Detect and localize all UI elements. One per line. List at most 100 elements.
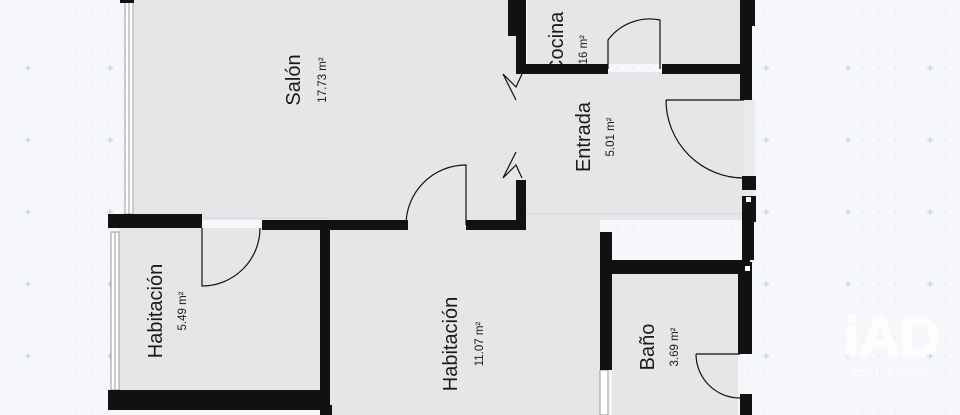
wall-entrada-right-a bbox=[742, 176, 756, 190]
grid-dot bbox=[616, 247, 618, 249]
wall-hab-divider bbox=[320, 228, 330, 400]
grid-dot bbox=[58, 211, 60, 213]
grid-dot bbox=[862, 391, 864, 393]
grid-dot bbox=[845, 103, 848, 105]
grid-dot bbox=[944, 139, 946, 141]
grid-dot bbox=[878, 265, 880, 267]
grid-dot bbox=[796, 247, 798, 249]
grid-dot bbox=[812, 49, 815, 51]
grid-dot bbox=[780, 211, 782, 213]
grid-dot bbox=[796, 49, 798, 51]
grid-dot bbox=[42, 49, 44, 51]
grid-dot bbox=[9, 409, 11, 411]
grid-dot bbox=[862, 121, 864, 123]
grid-dot bbox=[894, 265, 897, 267]
grid-dot bbox=[107, 301, 110, 303]
grid-dot bbox=[894, 31, 897, 33]
door-cocina bbox=[607, 18, 661, 69]
grid-dot bbox=[812, 103, 815, 105]
grid-dot bbox=[911, 31, 913, 33]
grid-dot bbox=[878, 103, 880, 105]
grid-dot bbox=[911, 13, 913, 15]
grid-dot bbox=[845, 157, 848, 159]
grid-dot bbox=[9, 247, 11, 249]
grid-dot bbox=[107, 355, 110, 357]
salon-floor bbox=[134, 0, 516, 220]
grid-dot bbox=[862, 103, 864, 105]
grid-dot bbox=[9, 175, 11, 177]
grid-dot bbox=[58, 121, 60, 123]
grid-dot bbox=[58, 175, 60, 177]
grid-dot bbox=[812, 67, 815, 69]
grid-dot bbox=[42, 103, 44, 105]
grid-dot bbox=[927, 175, 930, 177]
grid-dot bbox=[74, 31, 77, 33]
grid-dot bbox=[944, 301, 946, 303]
grid-dot bbox=[763, 31, 766, 33]
grid-dot bbox=[845, 373, 848, 375]
grid-dot bbox=[763, 157, 766, 159]
grid-dot bbox=[780, 193, 782, 195]
grid-dot bbox=[944, 265, 946, 267]
grid-dot bbox=[927, 229, 930, 231]
grid-dot bbox=[763, 247, 766, 249]
grid-dot bbox=[845, 49, 848, 51]
grid-dot bbox=[107, 247, 110, 249]
grid-dot bbox=[74, 265, 77, 267]
grid-dot bbox=[845, 283, 848, 285]
grid-dot bbox=[91, 301, 93, 303]
grid-dot bbox=[862, 247, 864, 249]
grid-dot bbox=[648, 67, 651, 69]
wall-markers bbox=[745, 197, 751, 271]
walls bbox=[108, 0, 756, 415]
grid-dot bbox=[665, 229, 667, 231]
grid-dot bbox=[9, 13, 11, 15]
grid-dot bbox=[58, 103, 60, 105]
grid-dot bbox=[911, 67, 913, 69]
grid-dot bbox=[911, 247, 913, 249]
grid-dot bbox=[107, 373, 110, 375]
grid-dot bbox=[42, 355, 44, 357]
grid-dot bbox=[763, 319, 766, 321]
grid-dot bbox=[58, 355, 60, 357]
grid-dot bbox=[74, 85, 77, 87]
grid-dot bbox=[812, 193, 815, 195]
grid-dot bbox=[894, 175, 897, 177]
grid-dot bbox=[894, 85, 897, 87]
grid-dot bbox=[25, 139, 28, 141]
grid-dot bbox=[763, 409, 766, 411]
grid-dot bbox=[107, 49, 110, 51]
grid-dot bbox=[25, 85, 28, 87]
grid-dot bbox=[911, 121, 913, 123]
grid-dot bbox=[829, 247, 831, 249]
grid-dot bbox=[878, 283, 880, 285]
grid-dot bbox=[829, 373, 831, 375]
grid-dot bbox=[9, 139, 11, 141]
wall-salon-bottom-a bbox=[108, 214, 202, 228]
bano-window bbox=[599, 369, 609, 415]
grid-dot bbox=[796, 301, 798, 303]
grid-dot bbox=[74, 355, 77, 357]
grid-dot bbox=[796, 229, 798, 231]
grid-dot bbox=[894, 139, 897, 141]
grid-dot bbox=[107, 337, 110, 339]
grid-dot bbox=[42, 193, 44, 195]
grid-dot bbox=[780, 121, 782, 123]
grid-dot bbox=[796, 391, 798, 393]
grid-dot bbox=[911, 391, 913, 393]
grid-dot bbox=[42, 67, 44, 69]
grid-dot bbox=[74, 193, 77, 195]
grid-dot bbox=[763, 193, 766, 195]
grid-dot bbox=[845, 211, 848, 213]
grid-dot bbox=[25, 49, 28, 51]
grid-dot bbox=[730, 247, 733, 249]
opening-arrow-top bbox=[502, 73, 523, 101]
grid-dot bbox=[944, 193, 946, 195]
grid-dot bbox=[911, 319, 913, 321]
grid-dot bbox=[58, 157, 60, 159]
grid-dot bbox=[911, 211, 913, 213]
grid-dot bbox=[894, 337, 897, 339]
grid-dot bbox=[927, 247, 930, 249]
grid-dot bbox=[763, 49, 766, 51]
corridor-floor bbox=[330, 220, 600, 230]
